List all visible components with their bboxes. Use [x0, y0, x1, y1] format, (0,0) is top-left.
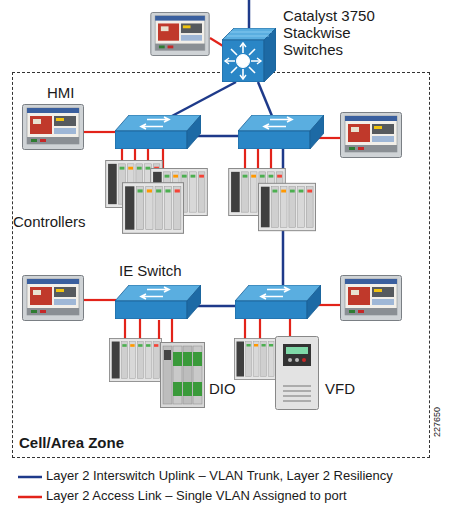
access-line	[244, 319, 246, 340]
legend-line-sample	[18, 476, 42, 479]
node-label: Controllers	[13, 214, 105, 231]
legend-text: Layer 2 Access Link – Single VLAN Assign…	[46, 489, 451, 504]
switch-icon	[235, 285, 321, 319]
node-label: VFD	[325, 381, 365, 398]
node-label: IE Switch	[119, 263, 219, 280]
figure-number: 227650	[432, 392, 442, 452]
access-link	[158, 320, 160, 339]
access-line	[289, 319, 291, 338]
access-line	[318, 304, 340, 306]
uplink-line	[194, 135, 240, 138]
hmi-icon	[341, 113, 402, 158]
uplink-line	[258, 82, 272, 116]
io-module-icon	[161, 343, 205, 408]
access-line	[84, 131, 116, 133]
access-line	[257, 149, 259, 170]
node-label: DIO	[209, 381, 249, 398]
legend-line-sample	[18, 496, 42, 499]
node-label: Catalyst 3750 Stackwise Switches	[283, 8, 403, 59]
access-lines	[84, 38, 340, 344]
multilayer-switch-icon	[222, 28, 276, 82]
hmi-icon	[23, 105, 84, 150]
hmi-icon	[151, 12, 209, 55]
uplink-line	[172, 82, 236, 116]
hmi-icon	[341, 276, 402, 321]
controller-icon	[258, 183, 315, 230]
access-line	[210, 38, 223, 46]
access-line	[259, 319, 261, 340]
controller-icon	[123, 183, 184, 234]
access-line	[124, 319, 126, 340]
switch-icon	[115, 285, 201, 319]
controller-icon	[110, 338, 162, 381]
access-line	[139, 319, 141, 340]
hmi-icon	[23, 276, 84, 321]
legend-text: Layer 2 Interswitch Uplink – VLAN Trunk,…	[46, 469, 451, 484]
access-line	[244, 149, 246, 170]
access-line	[84, 299, 116, 301]
access-line	[318, 137, 340, 139]
switch-icon	[238, 115, 324, 149]
uplink-line	[248, 0, 251, 30]
node-label: HMI	[47, 85, 107, 102]
node-label: Cell/Area Zone	[19, 435, 219, 452]
drive-icon	[276, 337, 319, 410]
uplink-line	[194, 305, 237, 308]
access-line	[171, 319, 173, 344]
switch-icon	[115, 115, 201, 149]
